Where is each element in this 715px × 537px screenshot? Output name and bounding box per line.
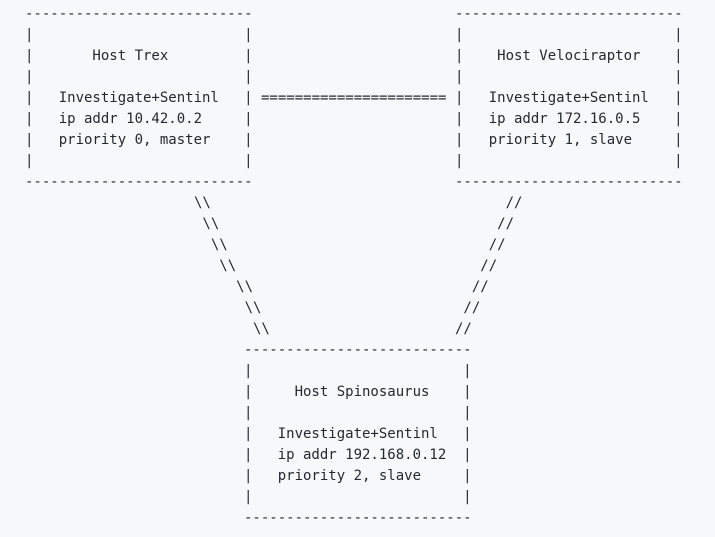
trex-spinosaurus-link: \\ \\ \\ \\ \\ \\ \\ bbox=[194, 195, 270, 337]
host-velociraptor-box: --------------------------- | | | Host V… bbox=[455, 6, 683, 190]
velociraptor-spinosaurus-link: // // // // // // // bbox=[455, 195, 523, 337]
host-trex-box: --------------------------- | | | Host T… bbox=[25, 6, 253, 190]
trex-velociraptor-link: ====================== bbox=[261, 90, 447, 106]
host-spinosaurus-box: --------------------------- | | | Host S… bbox=[244, 342, 472, 526]
